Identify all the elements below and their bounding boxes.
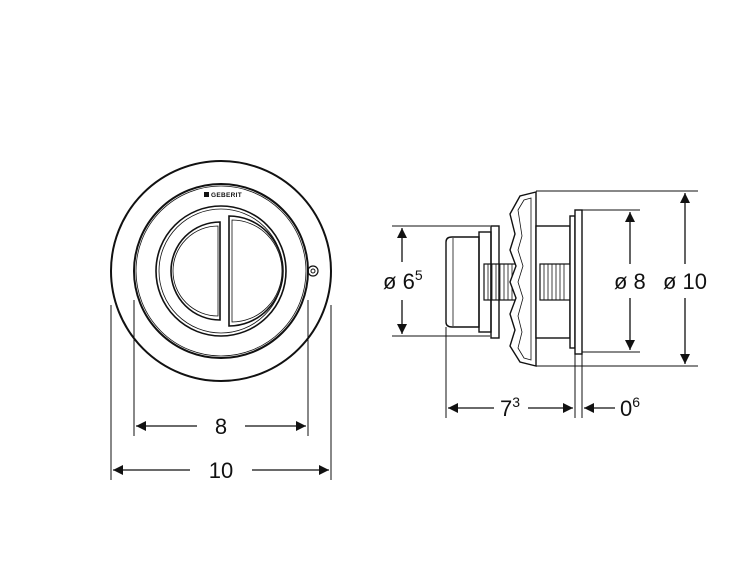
front-cap [445, 236, 480, 328]
button-ring [155, 205, 287, 337]
side-dimension-depth: 73 [448, 394, 573, 421]
left-flush-button [170, 221, 221, 321]
right-flush-button [228, 215, 284, 327]
geberit-logo: GEBERIT [204, 192, 242, 199]
cover-plate-inner [135, 185, 307, 357]
front-dimension-8: 8 [136, 414, 306, 439]
dimension-label-inner-diameter: ø 8 [614, 269, 646, 294]
side-dimension-inner-diameter: ø 8 [614, 212, 646, 350]
left-flush-button-face [172, 225, 219, 317]
front-dimension-10: 10 [113, 458, 329, 483]
right-flush-button-face [231, 219, 283, 323]
front-view [110, 160, 332, 382]
button-ring-inner [158, 208, 284, 334]
logo-text: GEBERIT [211, 192, 242, 199]
flange-edge [574, 209, 583, 355]
dimension-label-inner-width: 8 [215, 414, 227, 439]
side-dimension-outer-diameter: ø 10 [663, 193, 707, 364]
dimension-label-outer-diameter: ø 10 [663, 269, 707, 294]
side-dimension-body-diameter: ø 65 [383, 228, 423, 334]
collar [478, 231, 492, 333]
collar-inner [490, 225, 500, 339]
dimension-label-flange: 06 [620, 394, 640, 421]
side-view [445, 191, 583, 367]
dimension-label-depth: 73 [500, 394, 520, 421]
dimension-label-outer-width: 10 [209, 458, 233, 483]
side-extension-lines [392, 190, 698, 418]
side-dimension-flange: 06 [584, 394, 640, 421]
logo-mark-icon [204, 192, 209, 197]
screw-icon [307, 265, 319, 277]
thread-right [539, 263, 571, 301]
front-extension-lines [110, 300, 332, 480]
screw-icon-inner [310, 268, 316, 274]
outer-ring [110, 160, 332, 382]
nut [509, 191, 537, 367]
flange [569, 215, 576, 349]
nut-detail [517, 197, 532, 361]
dimension-label-body-diameter: ø 65 [383, 267, 423, 294]
